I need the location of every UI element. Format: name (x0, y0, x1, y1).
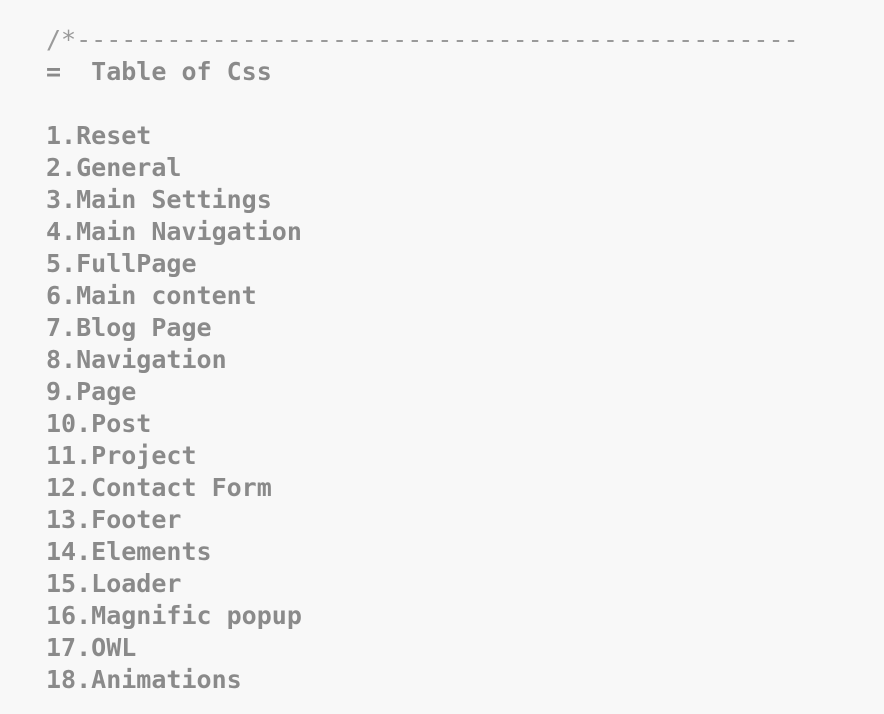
toc-item: 16.Magnific popup (46, 601, 302, 630)
toc-item: 10.Post (46, 409, 152, 438)
toc-item: 3.Main Settings (46, 185, 272, 214)
blank-line (46, 88, 884, 120)
toc-item: 1.Reset (46, 121, 152, 150)
toc-title: = Table of Css (46, 57, 272, 86)
toc-item: 2.General (46, 153, 182, 182)
comment-rule: /*--------------------------------------… (46, 25, 799, 54)
toc-item: 5.FullPage (46, 249, 197, 278)
toc-item: 8.Navigation (46, 345, 227, 374)
toc-item: 7.Blog Page (46, 313, 212, 342)
toc-item: 11.Project (46, 441, 197, 470)
toc-item: 13.Footer (46, 505, 182, 534)
toc-item: 6.Main content (46, 281, 257, 310)
toc-item: 17.OWL (46, 633, 137, 662)
toc-item: 18.Animations (46, 665, 242, 694)
toc-item: 12.Contact Form (46, 473, 272, 502)
toc-item: 15.Loader (46, 569, 182, 598)
toc-item: 4.Main Navigation (46, 217, 302, 246)
toc-item: 14.Elements (46, 537, 212, 566)
toc-item: 9.Page (46, 377, 137, 406)
